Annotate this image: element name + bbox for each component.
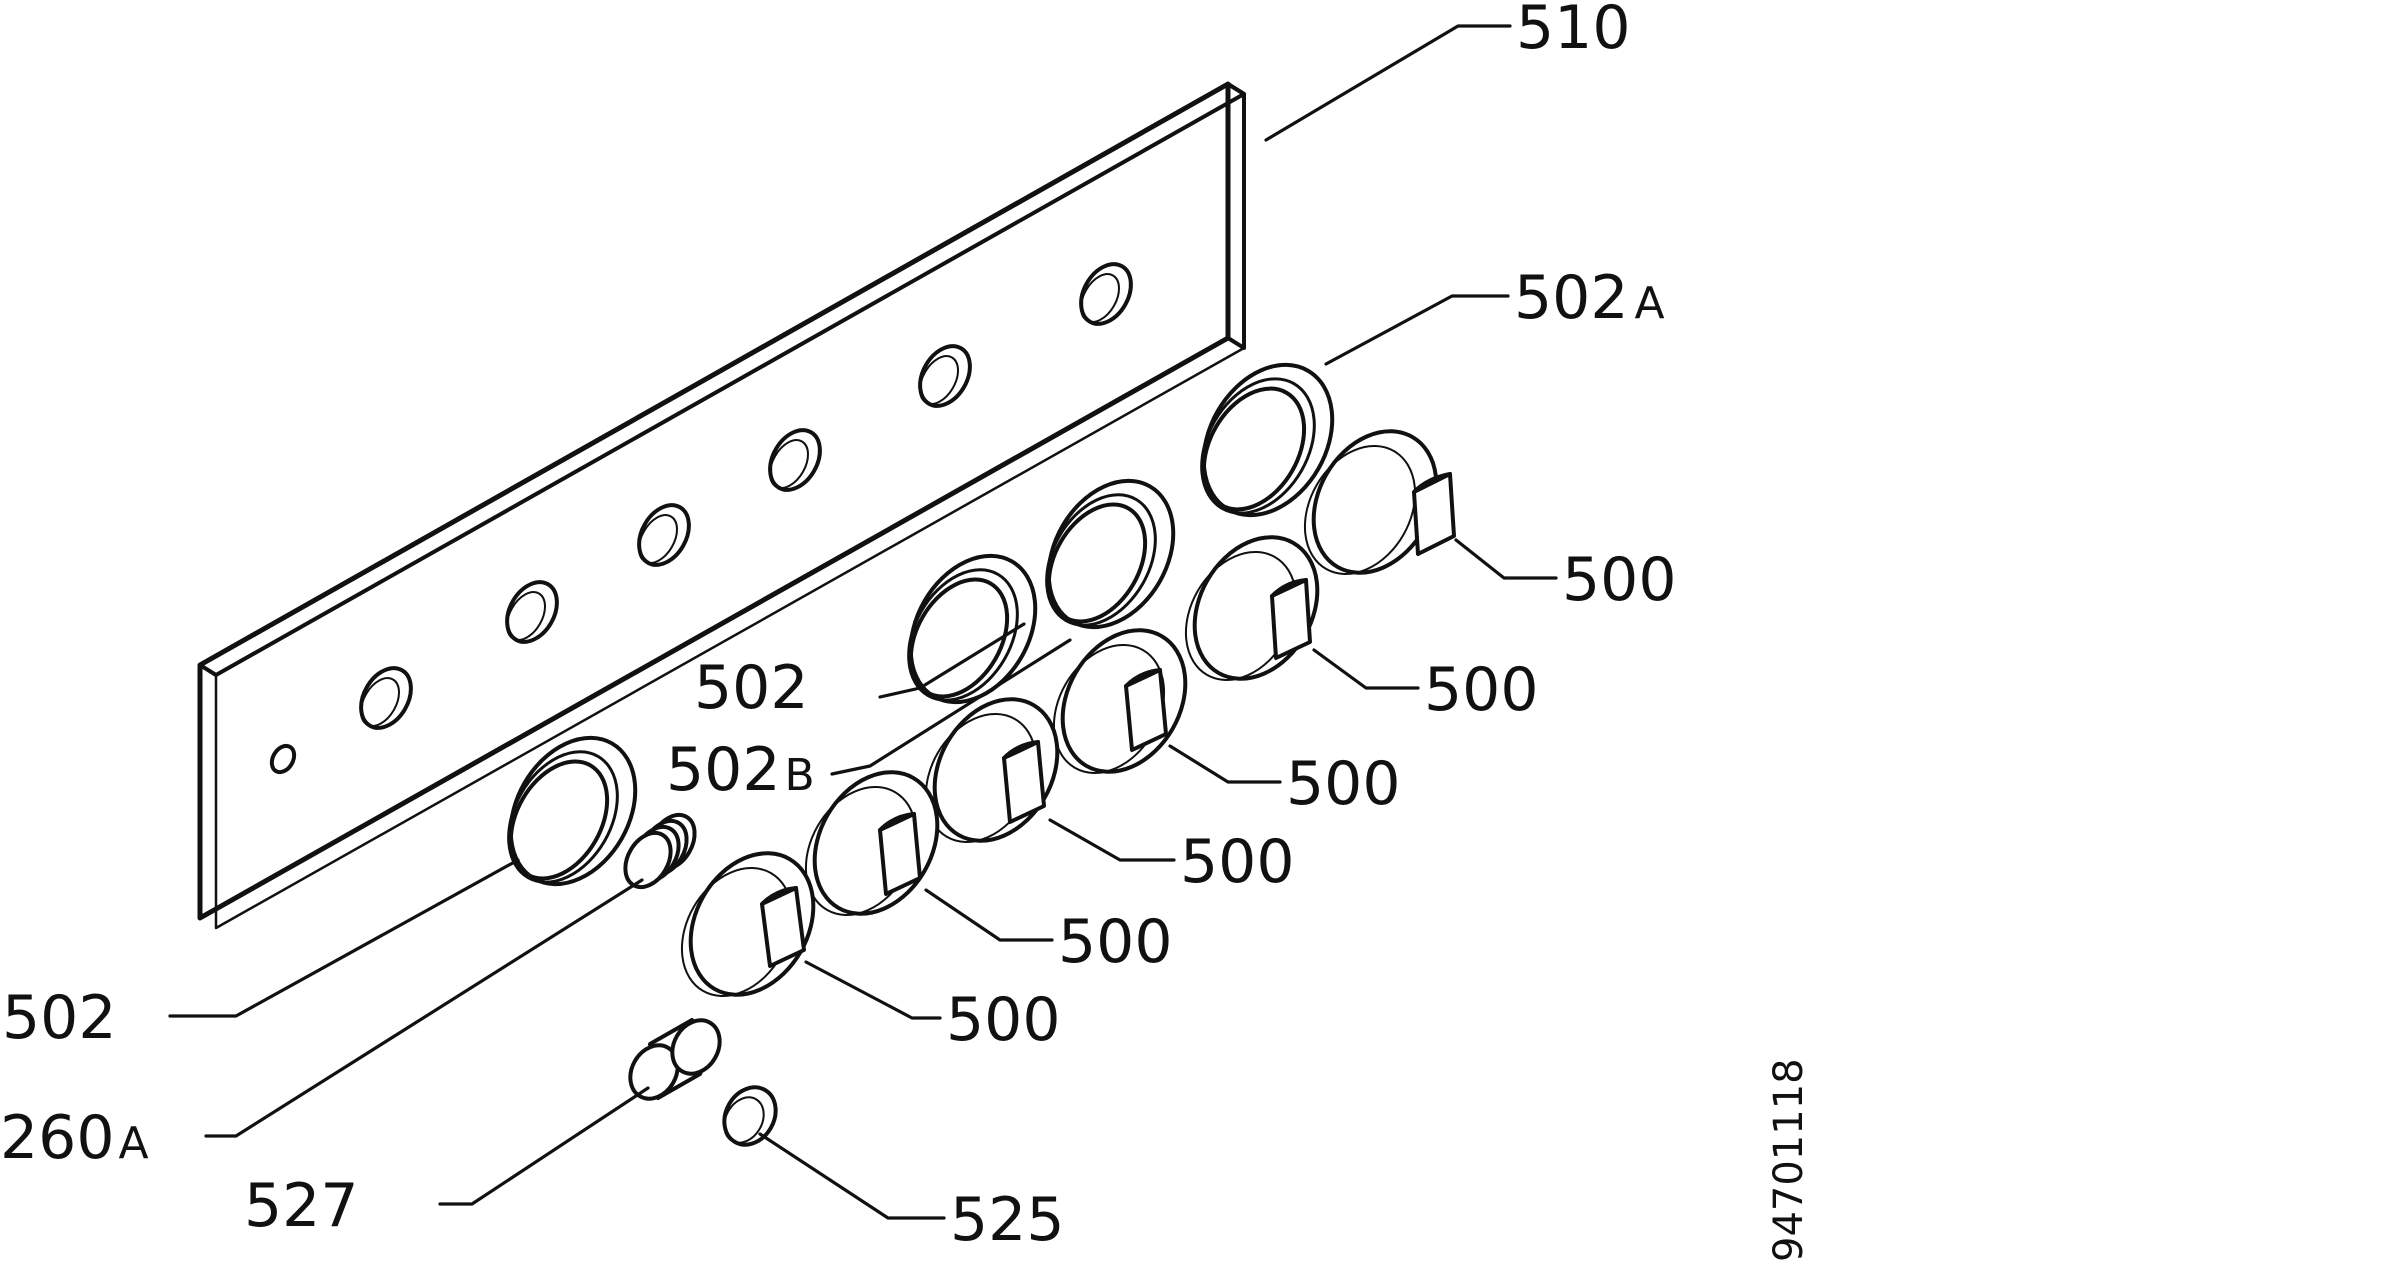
control-knob-500 — [1052, 628, 1188, 774]
panel-hole — [637, 503, 691, 567]
push-button-527 — [628, 1018, 722, 1101]
spring-260a — [623, 812, 697, 890]
leader-527 — [438, 1086, 650, 1206]
callout-500-3: 500 — [1286, 749, 1401, 819]
callout-527: 527 — [244, 1171, 359, 1241]
panel-hole — [768, 428, 822, 492]
bezel-ring-502a — [1200, 362, 1335, 518]
callout-500-2: 500 — [1424, 655, 1539, 725]
control-knob-500 — [804, 770, 940, 916]
leader-500-1 — [1454, 538, 1558, 580]
control-panel-510 — [197, 81, 1246, 930]
callout-525: 525 — [950, 1185, 1065, 1255]
leader-502b — [830, 638, 1072, 776]
callout-502a-number: 502 — [1514, 263, 1629, 333]
panel-hole — [1079, 262, 1133, 326]
leader-502a — [1324, 294, 1510, 366]
control-knob-500 — [680, 851, 816, 997]
bezel-ring-502-mid — [907, 553, 1038, 705]
callout-502-left: 502 — [2, 983, 117, 1053]
callout-260a-number: 260 — [0, 1103, 115, 1173]
bezel-ring-502-left — [507, 735, 638, 887]
callout-502-mid: 502 — [694, 653, 809, 723]
leader-502-left — [168, 858, 520, 1018]
callout-500-6: 500 — [946, 985, 1061, 1055]
callout-502b: 502B — [666, 735, 815, 805]
control-knob-500 — [924, 697, 1060, 843]
panel-hole — [918, 344, 972, 408]
leader-260a — [204, 878, 644, 1138]
callout-502b-suffix: B — [785, 750, 815, 801]
callout-500-1: 500 — [1562, 545, 1677, 615]
callout-500-4: 500 — [1180, 827, 1295, 897]
bezel-ring-502b — [1045, 478, 1176, 630]
panel-hole — [359, 666, 413, 730]
callout-260a-suffix: A — [119, 1118, 149, 1169]
leader-500-4 — [1048, 818, 1176, 862]
cap-525 — [722, 1085, 778, 1147]
leader-lines — [168, 24, 1558, 1220]
document-number: 94701118 — [1766, 1058, 1812, 1262]
callout-510: 510 — [1516, 0, 1631, 63]
control-knob-500 — [1184, 535, 1320, 681]
control-knob-500 — [1303, 429, 1456, 575]
callout-260a: 260A — [0, 1103, 149, 1173]
leader-500-3 — [1168, 744, 1282, 784]
leader-510 — [1264, 24, 1512, 142]
callout-502b-number: 502 — [666, 735, 781, 805]
leader-525 — [758, 1132, 946, 1220]
panel-hole — [269, 743, 297, 775]
panel-hole — [505, 580, 559, 644]
leader-500-5 — [924, 888, 1054, 942]
callout-502a-suffix: A — [1635, 278, 1665, 329]
leader-502-mid — [878, 622, 1026, 699]
leader-500-2 — [1312, 648, 1420, 690]
leader-500-6 — [804, 960, 942, 1020]
callout-500-5: 500 — [1058, 907, 1173, 977]
